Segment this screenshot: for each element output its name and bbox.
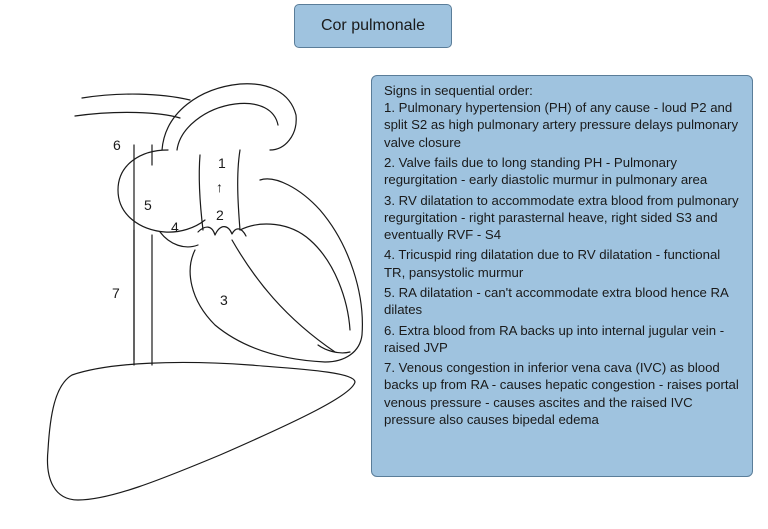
label-5: 5 [144, 197, 152, 213]
label-6: 6 [113, 137, 121, 153]
sign-step-7: 7. Venous congestion in inferior vena ca… [384, 360, 739, 427]
right-atrium [117, 149, 206, 233]
tricuspid-ring [159, 231, 199, 248]
title-box: Cor pulmonale [294, 4, 452, 48]
heart-outline [189, 178, 363, 363]
pulmonary-valve [197, 226, 247, 237]
title-text: Cor pulmonale [320, 17, 426, 34]
sign-step-2: 2. Valve fails due to long standing PH -… [384, 155, 708, 188]
arrow-up-icon: ↑ [216, 179, 223, 195]
septum-line [231, 239, 336, 353]
liver [46, 361, 356, 501]
pulmonary-artery-outer [161, 83, 297, 151]
signs-heading: Signs in sequential order: [384, 83, 533, 98]
aorta-outline [81, 93, 191, 101]
apex-detail [317, 344, 351, 354]
label-3: 3 [220, 292, 228, 308]
pulmonary-artery-inner [176, 102, 279, 151]
sign-step-3: 3. RV dilatation to accommodate extra bl… [384, 192, 739, 242]
label-2: 2 [216, 207, 224, 223]
label-4: 4 [171, 219, 179, 235]
label-7: 7 [112, 285, 120, 301]
pulmonary-trunk-right [237, 149, 241, 231]
sign-step-6: 6. Extra blood from RA backs up into int… [384, 322, 725, 355]
label-1: 1 [218, 155, 226, 171]
sign-step-4: 4. Tricuspid ring dilatation due to RV d… [384, 247, 721, 280]
heart-right-border [239, 223, 351, 331]
sign-step-1: 1. Pulmonary hypertension (PH) of any ca… [384, 100, 739, 150]
signs-info-box: Signs in sequential order: 1. Pulmonary … [371, 75, 753, 477]
pulmonary-trunk-left [198, 154, 204, 231]
aorta-outline-lower [74, 111, 181, 119]
sign-step-5: 5. RA dilatation - can't accommodate ext… [384, 284, 729, 318]
